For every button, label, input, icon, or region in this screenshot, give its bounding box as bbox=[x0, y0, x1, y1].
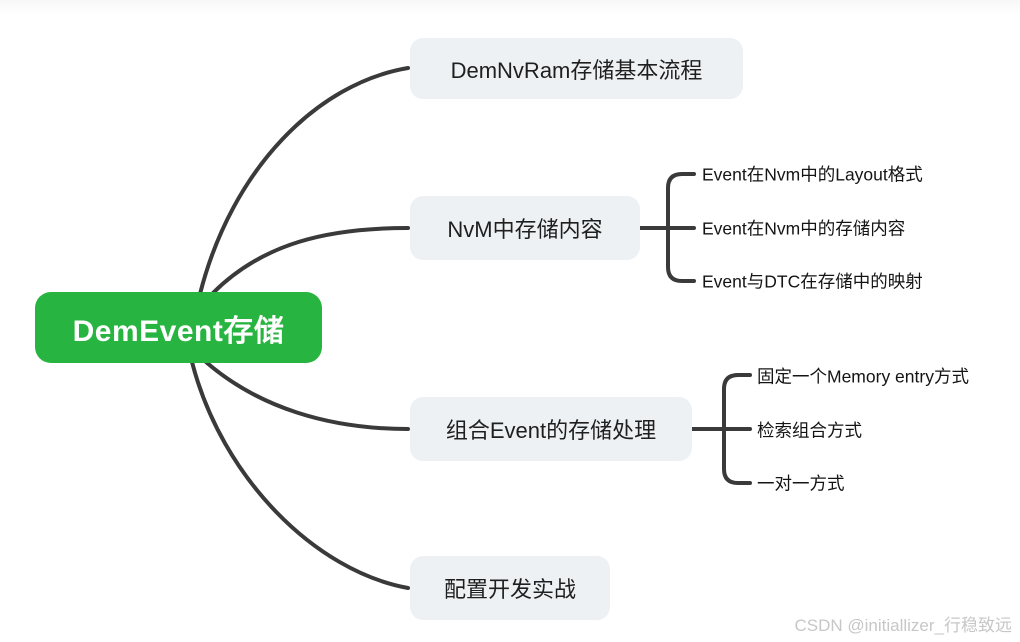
leaf-nvm-stored-content: Event在Nvm中的存储内容 bbox=[702, 218, 906, 239]
branch-node-demnvram-flow: DemNvRam存储基本流程 bbox=[410, 38, 743, 99]
branch-node-config-practice: 配置开发实战 bbox=[410, 556, 610, 620]
leaf-fixed-memory-entry: 固定一个Memory entry方式 bbox=[757, 366, 969, 387]
leaf-event-dtc-mapping: Event与DTC在存储中的映射 bbox=[702, 271, 923, 292]
leaf-nvm-layout: Event在Nvm中的Layout格式 bbox=[702, 164, 923, 185]
leaf-one-to-one: 一对一方式 bbox=[757, 473, 845, 494]
branch-node-nvm-content: NvM中存储内容 bbox=[410, 196, 640, 260]
curve-root-to-branch1 bbox=[198, 66, 410, 296]
bracket-branch3 bbox=[722, 373, 752, 485]
root-node: DemEvent存储 bbox=[35, 292, 322, 363]
curve-root-to-branch2 bbox=[211, 226, 410, 295]
curve-root-to-branch4 bbox=[190, 360, 410, 590]
branch-node-combined-event: 组合Event的存储处理 bbox=[410, 397, 692, 461]
curve-root-to-branch3 bbox=[204, 360, 410, 431]
csdn-watermark: CSDN @initiallizer_行稳致远 bbox=[794, 616, 1012, 635]
bracket-branch2 bbox=[666, 172, 696, 283]
leaf-search-combination: 检索组合方式 bbox=[757, 420, 862, 441]
